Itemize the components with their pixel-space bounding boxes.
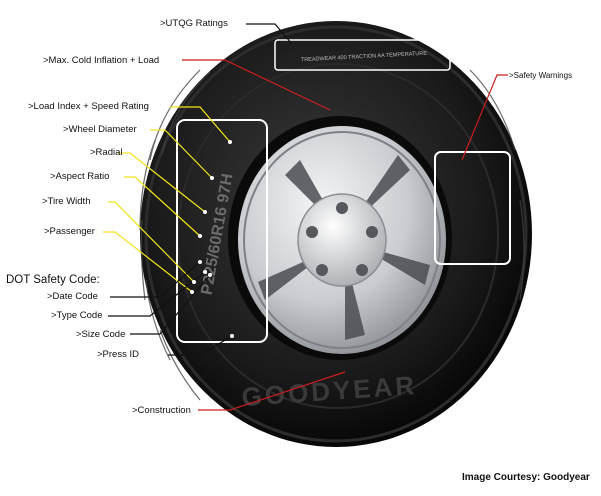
leader-construction: [198, 371, 346, 411]
leader-date-code: [110, 261, 201, 298]
leader-type-code: [108, 271, 206, 317]
label-load-index-speed-rating: >Load Index + Speed Rating: [28, 101, 149, 112]
leader-tire-width: [108, 201, 195, 283]
safety-warning-highlight-box: [434, 151, 511, 265]
label-construction: >Construction: [132, 405, 191, 416]
leader-max-inflation: [182, 59, 331, 111]
label-dot-safety-code: DOT Safety Code:: [6, 274, 100, 286]
label-utqg-ratings: >UTQG Ratings: [160, 18, 228, 29]
leader-aspect-ratio: [124, 176, 201, 237]
leader-load-speed: [170, 106, 231, 143]
utqg-highlight-box: [274, 39, 451, 71]
leader-safety-warnings: [461, 74, 508, 161]
label-safety-warnings: >Safety Warnings: [509, 71, 573, 80]
label-max-cold-inflation: >Max. Cold Inflation + Load: [43, 55, 160, 66]
tread-pattern: [139, 69, 525, 401]
leader-passenger: [103, 231, 193, 293]
image-credit: Image Courtesy: Goodyear: [462, 472, 590, 483]
label-size-code: >Size Code: [76, 329, 126, 340]
label-tire-width: >Tire Width: [42, 196, 91, 207]
leader-press-id: [168, 335, 233, 356]
wheel-rim: [238, 126, 446, 354]
label-date-code: >Date Code: [47, 291, 98, 302]
leader-utqg: [246, 23, 293, 45]
label-press-id: >Press ID: [97, 349, 139, 360]
label-wheel-diameter: >Wheel Diameter: [63, 124, 137, 135]
label-type-code: >Type Code: [51, 310, 103, 321]
leader-size-code: [130, 274, 211, 335]
label-passenger: >Passenger: [44, 226, 95, 237]
label-radial: >Radial: [90, 147, 123, 158]
leader-radial: [118, 152, 206, 213]
label-aspect-ratio: >Aspect Ratio: [50, 171, 110, 182]
leader-wheel-diameter: [150, 129, 213, 179]
